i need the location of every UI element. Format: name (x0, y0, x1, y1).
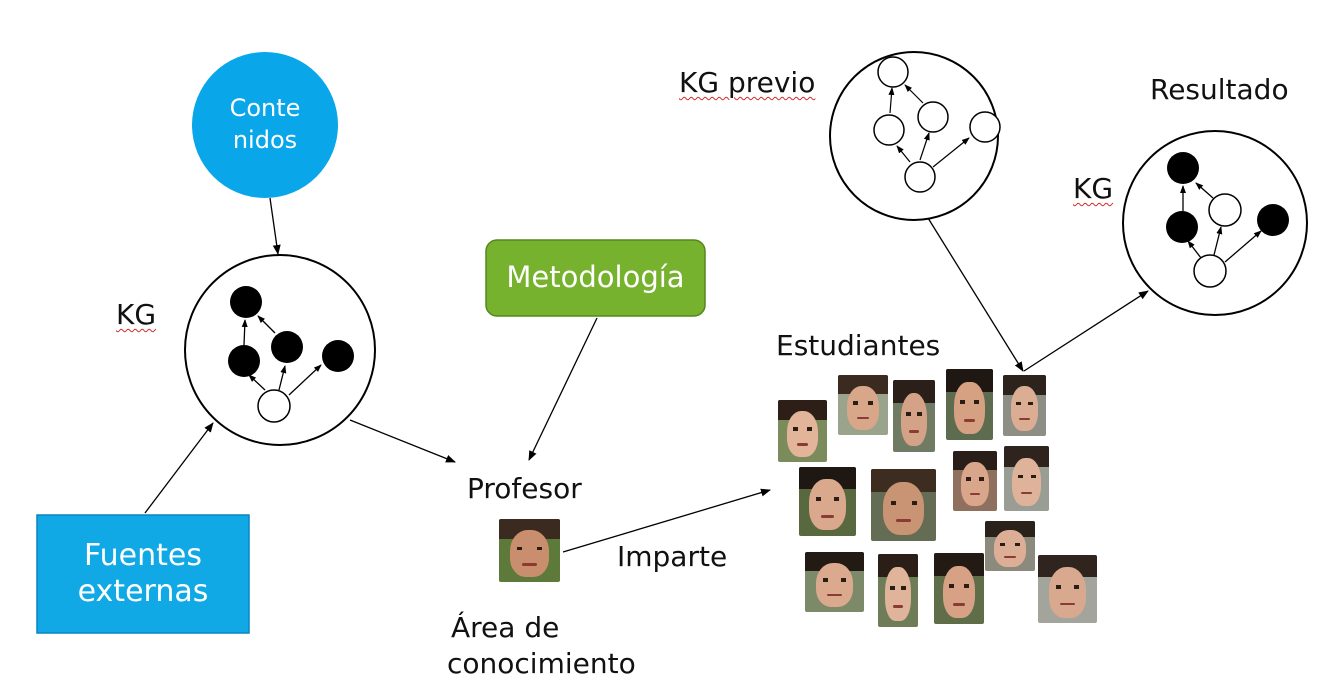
profesor-photo (499, 519, 560, 582)
area-conocimiento-line2: conocimiento (447, 647, 636, 680)
kg-node-filled (1167, 152, 1199, 184)
arrow-metodologia-to-profesor (528, 317, 598, 461)
kg-node-filled (1166, 211, 1198, 243)
metodologia-label: Metodología (506, 260, 685, 294)
arrow-imparte-to-estudiantes (562, 488, 771, 553)
area-conocimiento-line1: Área de (451, 611, 560, 644)
kg-previo-label: KG previo (679, 66, 815, 100)
kg-node-filled (230, 286, 262, 318)
kg-result-graph (1122, 130, 1308, 316)
kg-node-empty (257, 389, 291, 423)
arrow-contenidos-to-kg (269, 197, 281, 255)
student-photo (985, 521, 1035, 571)
student-photo (953, 451, 997, 511)
student-photo (838, 375, 888, 435)
student-photo (1038, 555, 1097, 623)
student-photo (1003, 375, 1046, 436)
kg-previo-graph (829, 51, 1001, 221)
kg-node-filled (1257, 204, 1289, 236)
kg-node-empty (1208, 193, 1242, 227)
arrow-kgprevio-to-estudiantes (927, 217, 1024, 372)
student-photo (1004, 446, 1049, 511)
fuentes-externas-box (36, 514, 250, 634)
arrow-kg-to-profesor (349, 419, 456, 463)
kg-node-empty (873, 114, 905, 146)
student-photo (946, 369, 993, 440)
imparte-label: Imparte (617, 540, 728, 573)
contenidos-label: Conte nidos (229, 94, 301, 154)
kg-result-label: KG (1073, 172, 1114, 205)
kg-node-empty (969, 111, 1001, 143)
student-photo (871, 469, 936, 541)
kg-node-empty (917, 101, 949, 133)
kg-node-filled (271, 331, 303, 363)
contenidos-node (192, 52, 338, 198)
kg-previo-abbrev: KG previo (679, 66, 816, 99)
metodologia-box (485, 239, 706, 317)
profesor-label: Profesor (467, 472, 582, 505)
student-photo (878, 554, 918, 627)
estudiantes-label: Estudiantes (776, 329, 941, 362)
kg-main-label: KG (116, 298, 157, 331)
fuentes-externas-label: Fuentes externas (77, 538, 209, 609)
student-photo (778, 400, 827, 462)
kg-node-empty (904, 161, 936, 193)
arrow-fuentes-to-kg (144, 422, 214, 514)
student-photo (799, 467, 856, 536)
kg-node-empty (877, 56, 909, 88)
student-photo (893, 380, 935, 452)
kg-node-empty (1193, 254, 1227, 288)
student-photo (805, 552, 864, 612)
arrow-estudiantes-to-resultado (1023, 290, 1149, 372)
kg-main-graph (184, 254, 376, 446)
kg-node-filled (228, 345, 260, 377)
resultado-label: Resultado (1150, 73, 1289, 106)
kg-node-filled (322, 340, 354, 372)
student-photo (934, 553, 984, 624)
kg-previo-container (829, 51, 999, 221)
